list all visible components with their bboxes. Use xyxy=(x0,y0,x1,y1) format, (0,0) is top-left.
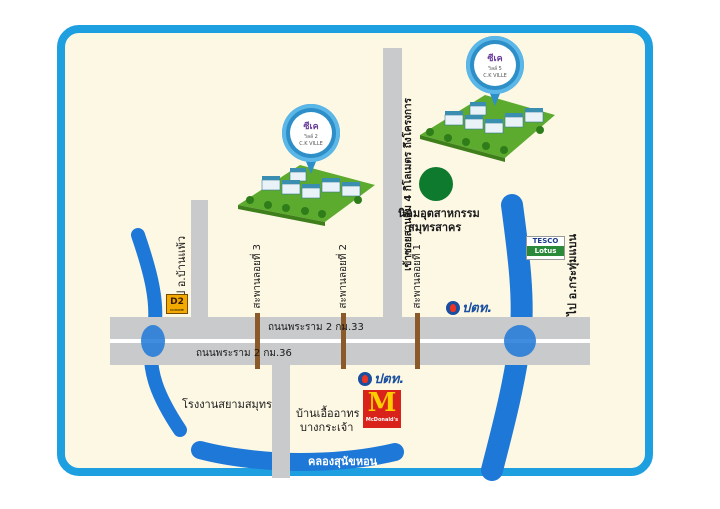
village-5-number: วิลล์ 5 xyxy=(488,66,502,72)
road-ban-phaeo xyxy=(191,200,208,324)
village-5-pin[interactable]: ซีเค วิลล์ 5 C.K VILLE xyxy=(466,36,524,108)
village-2-trees xyxy=(246,196,362,218)
tesco-label: TESCO xyxy=(532,237,559,245)
mcdonalds-arches-icon: M xyxy=(367,388,397,418)
village-5-sub: C.K VILLE xyxy=(483,73,507,79)
ptt-flame-icon xyxy=(358,371,372,386)
bridge-1-marker xyxy=(415,313,420,369)
lotus-label: Lotus xyxy=(527,246,564,256)
ptt-flame-icon xyxy=(446,300,460,315)
village-2-pin[interactable]: ซีเค วิลล์ 2 C.K VILLE xyxy=(282,104,340,176)
village-5-ground-edge xyxy=(420,135,505,162)
river-right-crossing xyxy=(504,325,536,357)
label-rama2-km33: ถนนพระราม 2 กม.33 xyxy=(268,322,364,333)
village-2-ground-edge xyxy=(238,205,325,226)
ptt-label: ปตท. xyxy=(462,301,493,316)
road-rama2-km36 xyxy=(110,343,590,365)
mcdonalds-label: McDonald's xyxy=(365,417,399,423)
label-ban-uea-athon-1: บ้านเอื้ออาทร xyxy=(296,407,360,420)
dohome-label: DOHOME xyxy=(170,308,184,312)
village-2-brand: ซีเค xyxy=(303,122,319,132)
dohome-logo[interactable]: D2 DOHOME xyxy=(166,294,188,314)
mcdonalds-logo[interactable]: M McDonald's xyxy=(363,390,401,428)
bridge-2-marker xyxy=(341,313,346,369)
road-south xyxy=(272,360,290,478)
ptt-label: ปตท. xyxy=(374,372,405,387)
road-rama2-km33 xyxy=(110,317,590,339)
label-bridge-1: สะพานลอยที่ 1 xyxy=(412,244,423,309)
village-5-trees xyxy=(426,126,544,154)
label-factory: โรงงานสยามสมุทร xyxy=(182,398,272,411)
village-2-number: วิลล์ 2 xyxy=(304,134,318,140)
label-industrial-estate-2: สมุทรสาคร xyxy=(408,221,462,234)
industrial-estate-marker xyxy=(419,167,453,201)
road-entrance xyxy=(383,48,402,324)
label-rama2-km36: ถนนพระราม 2 กม.36 xyxy=(196,348,292,359)
label-canal: คลองสุนัขหอน xyxy=(308,455,378,468)
village-5-logo: ซีเค วิลล์ 5 C.K VILLE xyxy=(474,44,516,86)
village-5-roofs xyxy=(445,102,543,123)
village-2-sub: C.K VILLE xyxy=(299,141,323,147)
ptt-station-north[interactable]: ปตท. xyxy=(446,297,492,318)
canal-bottom xyxy=(191,441,404,472)
tesco-lotus-logo[interactable]: TESCO Lotus xyxy=(526,236,565,260)
label-bridge-2: สะพานลอยที่ 2 xyxy=(338,244,349,309)
label-to-krathum-baen: ไป อ.กระทุ่มแบน xyxy=(566,234,579,316)
village-2-logo: ซีเค วิลล์ 2 C.K VILLE xyxy=(290,112,332,154)
bridge-3-marker xyxy=(255,313,260,369)
d2-label: D2 xyxy=(170,297,184,307)
ptt-station-south[interactable]: ปตท. xyxy=(358,368,404,389)
river-left-crossing xyxy=(141,325,165,357)
village-2-roofs xyxy=(262,168,360,188)
label-ban-uea-athon-2: บางกระเจ้า xyxy=(300,421,354,434)
label-bridge-3: สะพานลอยที่ 3 xyxy=(252,244,263,309)
label-industrial-estate-1: นิคมอุตสาหกรรม xyxy=(398,207,480,220)
village-5-brand: ซีเค xyxy=(487,54,503,64)
